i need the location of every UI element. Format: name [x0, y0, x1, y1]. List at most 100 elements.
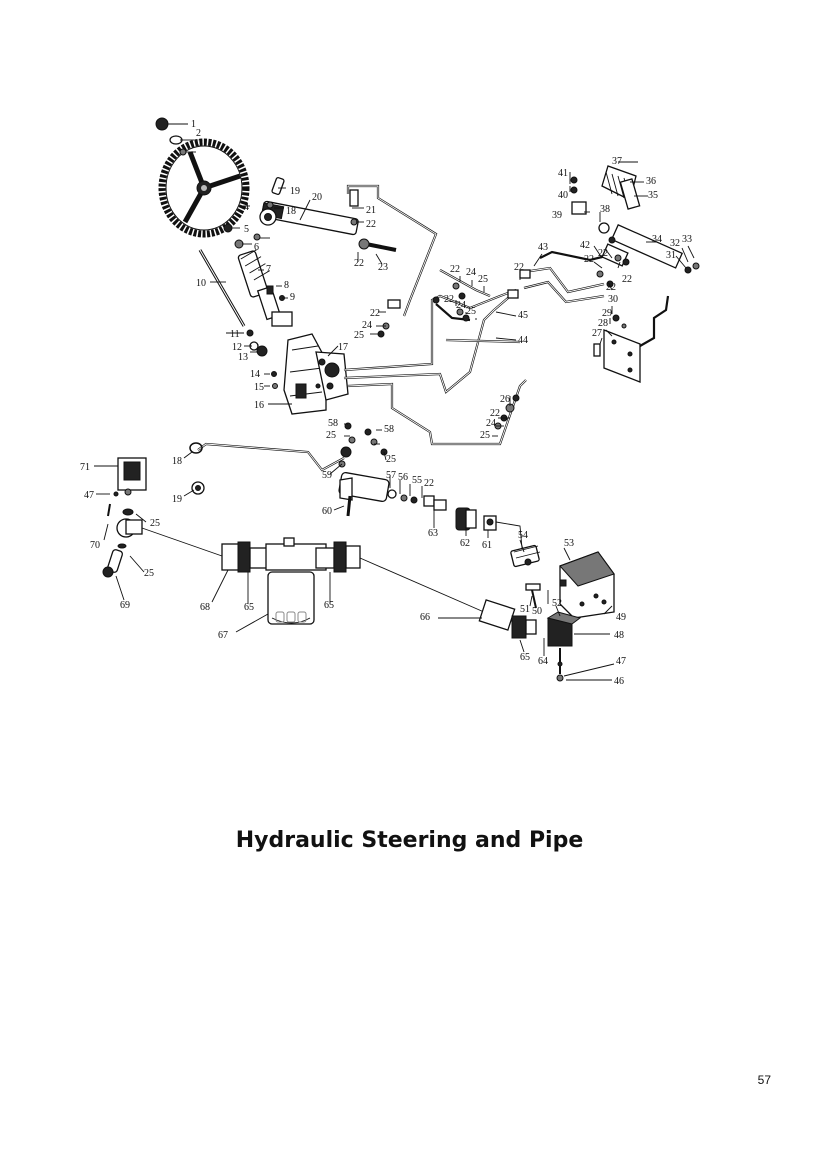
svg-text:22: 22	[622, 274, 632, 285]
callout-labels: 1 2 3 4 5 6 7 8 9 10 11 12 13 14 15 16 1…	[80, 119, 692, 687]
svg-text:55: 55	[412, 475, 422, 486]
svg-text:66: 66	[420, 612, 430, 623]
svg-text:48: 48	[614, 630, 624, 641]
svg-text:41: 41	[558, 168, 568, 179]
svg-text:63: 63	[428, 528, 438, 539]
svg-text:22: 22	[370, 308, 380, 319]
svg-text:42: 42	[580, 240, 590, 251]
priority-valve	[338, 471, 435, 517]
svg-text:25: 25	[354, 330, 364, 341]
svg-text:22: 22	[424, 478, 434, 489]
svg-text:38: 38	[600, 204, 610, 215]
svg-text:6: 6	[254, 242, 259, 253]
svg-text:3: 3	[198, 138, 203, 149]
svg-text:18: 18	[286, 206, 296, 217]
steering-column	[223, 223, 293, 327]
svg-text:21: 21	[366, 205, 376, 216]
svg-text:24: 24	[486, 418, 496, 429]
return-pipe	[359, 557, 582, 682]
svg-text:54: 54	[518, 530, 528, 541]
page-number: 57	[757, 1073, 771, 1087]
svg-text:52: 52	[552, 598, 562, 609]
svg-text:50: 50	[532, 606, 542, 617]
oil-filter	[221, 537, 361, 625]
svg-text:45: 45	[518, 310, 528, 321]
svg-text:35: 35	[648, 190, 658, 201]
svg-text:20: 20	[312, 192, 322, 203]
svg-text:70: 70	[90, 540, 100, 551]
svg-text:53: 53	[564, 538, 574, 549]
svg-text:22: 22	[514, 262, 524, 273]
svg-text:8: 8	[284, 280, 289, 291]
svg-text:10: 10	[196, 278, 206, 289]
svg-text:25: 25	[478, 274, 488, 285]
svg-text:47: 47	[84, 490, 94, 501]
svg-text:58: 58	[384, 424, 394, 435]
svg-text:69: 69	[120, 600, 130, 611]
svg-text:25: 25	[326, 430, 336, 441]
svg-text:23: 23	[378, 262, 388, 273]
svg-text:71: 71	[80, 462, 90, 473]
svg-text:40: 40	[558, 190, 568, 201]
svg-text:58: 58	[328, 418, 338, 429]
svg-text:44: 44	[518, 335, 528, 346]
svg-text:26: 26	[500, 394, 510, 405]
svg-text:28: 28	[598, 318, 608, 329]
steering-cylinder	[253, 177, 397, 252]
svg-text:65: 65	[244, 602, 254, 613]
svg-text:61: 61	[482, 540, 492, 551]
exploded-parts-diagram: 1 2 3 4 5 6 7 8 9 10 11 12 13 14 15 16 1…	[80, 117, 700, 687]
steering-cap	[155, 117, 187, 156]
svg-text:17: 17	[338, 342, 348, 353]
svg-text:19: 19	[290, 186, 300, 197]
svg-text:68: 68	[200, 602, 210, 613]
svg-text:2: 2	[196, 128, 201, 139]
svg-text:32: 32	[670, 238, 680, 249]
steering-wheel	[158, 138, 250, 238]
svg-text:18: 18	[172, 456, 182, 467]
tie-rod	[198, 249, 268, 357]
svg-text:62: 62	[460, 538, 470, 549]
svg-text:37: 37	[612, 156, 622, 167]
svg-text:22: 22	[354, 258, 364, 269]
svg-text:51: 51	[520, 604, 530, 615]
svg-text:36: 36	[646, 176, 656, 187]
svg-text:25: 25	[386, 454, 396, 465]
svg-text:25: 25	[480, 430, 490, 441]
svg-text:14: 14	[250, 369, 260, 380]
svg-text:65: 65	[324, 600, 334, 611]
svg-text:4: 4	[244, 202, 249, 213]
svg-text:22: 22	[606, 282, 616, 293]
svg-text:9: 9	[290, 292, 295, 303]
mounting-bracket	[593, 295, 670, 383]
electric-motor	[510, 544, 615, 619]
svg-text:15: 15	[254, 382, 264, 393]
svg-text:22: 22	[444, 294, 454, 305]
svg-text:22: 22	[490, 408, 500, 419]
svg-text:7: 7	[266, 264, 271, 275]
svg-text:46: 46	[614, 676, 624, 687]
svg-text:29: 29	[602, 308, 612, 319]
steering-control-unit	[271, 333, 349, 415]
svg-text:30: 30	[608, 294, 618, 305]
svg-text:22: 22	[366, 219, 376, 230]
svg-text:65: 65	[520, 652, 530, 663]
svg-text:57: 57	[386, 470, 396, 481]
leader-lines	[94, 123, 695, 681]
svg-text:25: 25	[150, 518, 160, 529]
rear-steering-cylinder	[570, 165, 700, 288]
svg-text:25: 25	[144, 568, 154, 579]
hose-bundle	[343, 250, 607, 446]
tank-outlet	[102, 457, 223, 578]
svg-text:49: 49	[616, 612, 626, 623]
svg-text:31: 31	[666, 250, 676, 261]
svg-text:12: 12	[232, 342, 242, 353]
svg-text:56: 56	[398, 472, 408, 483]
svg-text:24: 24	[456, 300, 466, 311]
svg-text:13: 13	[238, 352, 248, 363]
svg-text:19: 19	[172, 494, 182, 505]
svg-text:22: 22	[598, 248, 608, 259]
svg-text:33: 33	[682, 234, 692, 245]
svg-text:24: 24	[466, 267, 476, 278]
